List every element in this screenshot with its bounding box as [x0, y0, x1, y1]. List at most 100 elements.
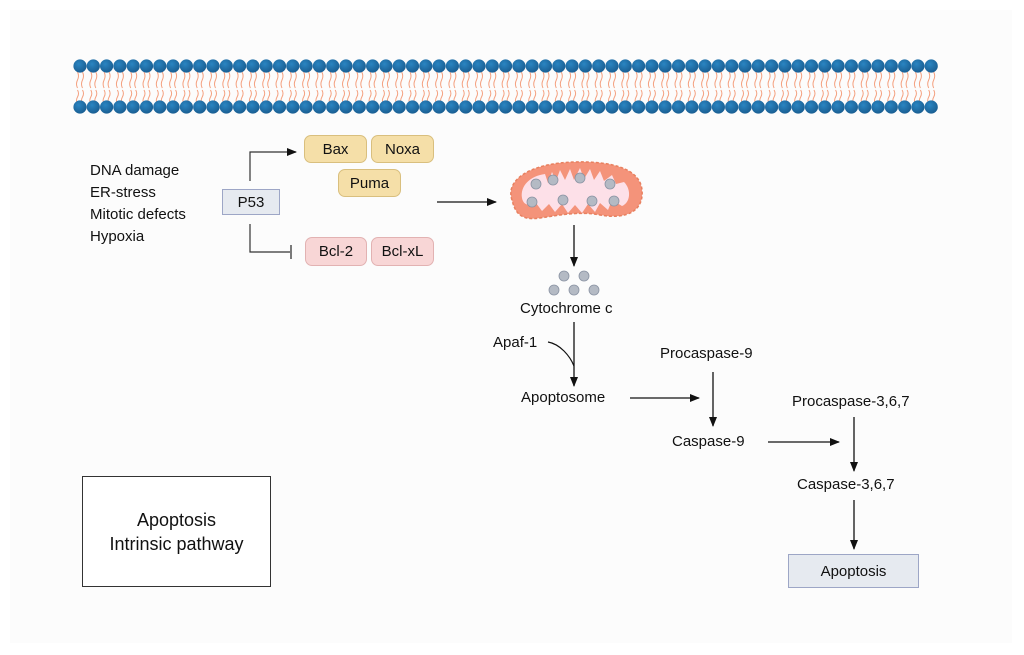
lipid-tail	[426, 71, 430, 89]
lipid-head	[871, 59, 885, 73]
lipid-tail	[780, 71, 784, 89]
lipid-head	[924, 59, 938, 73]
lipid-tail	[222, 71, 226, 89]
apaf1-join-curve	[547, 341, 575, 367]
lipid-head	[645, 59, 659, 73]
lipid-head	[804, 59, 819, 73]
lipid-head	[645, 100, 659, 114]
lipid-tail	[900, 71, 904, 89]
lipid-tail	[892, 71, 896, 89]
mito-cytochrome-granule	[604, 178, 616, 190]
lipid-tail	[142, 71, 146, 89]
cytochrome-c-granule	[578, 270, 590, 282]
lipid-tail	[825, 71, 829, 89]
lipid-tail	[448, 71, 452, 89]
lipid-tail	[328, 71, 332, 89]
lipid-tail	[200, 71, 204, 89]
lipid-head	[592, 59, 606, 73]
lipid-head	[924, 100, 938, 114]
lipid-tail	[493, 71, 497, 89]
lipid-tail	[719, 71, 723, 89]
lipid-tail	[581, 71, 585, 89]
title-line-2: Intrinsic pathway	[109, 533, 244, 554]
lipid-head	[219, 100, 233, 114]
lipid-head	[632, 59, 646, 73]
lipid-head	[366, 100, 380, 114]
procaspase9-label: Procaspase-9	[660, 345, 753, 362]
bax-box: Bax	[304, 135, 367, 163]
lipid-tail	[834, 71, 838, 89]
lipid-tail	[820, 71, 824, 89]
lipid-tail	[754, 71, 758, 89]
lipid-head	[618, 59, 632, 73]
lipid-tail	[799, 71, 803, 89]
lipid-tail	[408, 71, 412, 89]
lipid-tail	[839, 71, 843, 89]
lipid-tail	[874, 71, 877, 89]
lipid-tail	[860, 71, 864, 89]
lipid-tail	[488, 71, 492, 89]
lipid-head	[565, 100, 579, 114]
lipid-head	[898, 59, 912, 73]
lipid-tail	[807, 71, 811, 89]
lipid-head	[725, 100, 739, 114]
lipid-head	[445, 100, 459, 114]
lipid-head	[578, 100, 593, 114]
lipid-tail	[400, 71, 404, 89]
lipid-head	[738, 59, 752, 73]
cell-membrane	[73, 59, 938, 114]
lipid-head	[911, 100, 925, 114]
p53-box: P53	[222, 189, 280, 215]
apaf1-label: Apaf-1	[493, 334, 538, 351]
lipid-head	[392, 100, 406, 114]
lipid-head	[472, 100, 486, 114]
apoptosis-outcome-box: Apoptosis	[788, 554, 919, 588]
lipid-head	[312, 100, 326, 114]
lipid-tail	[621, 71, 625, 89]
lipid-tail	[501, 71, 505, 89]
lipid-head	[512, 59, 526, 73]
lipid-head	[113, 100, 127, 114]
mito-cytochrome-granule	[557, 194, 569, 206]
lipid-tail	[913, 71, 917, 89]
lipid-head	[818, 59, 832, 73]
bcl2-box: Bcl-2	[305, 237, 367, 266]
lipid-head	[698, 100, 712, 114]
lipid-tail	[812, 71, 816, 89]
lipid-head	[844, 100, 859, 114]
stimulus-hypoxia: Hypoxia	[90, 228, 145, 245]
mito-cytochrome-granule	[530, 178, 542, 190]
lipid-head	[259, 59, 273, 73]
bclxl-label: Bcl-xL	[381, 243, 424, 260]
lipid-head	[166, 59, 180, 73]
lipid-tail	[652, 71, 656, 89]
lipid-head	[153, 100, 167, 114]
lipid-head	[339, 59, 353, 73]
noxa-label: Noxa	[384, 140, 421, 158]
lipid-tail	[608, 71, 611, 89]
lipid-tail	[519, 71, 523, 89]
lipid-head	[818, 100, 832, 114]
lipid-tail	[772, 71, 776, 89]
lipid-head	[432, 100, 446, 114]
lipid-tail	[307, 71, 311, 89]
lipid-head	[299, 100, 313, 114]
lipid-tail	[182, 71, 186, 89]
lipid-tail	[746, 71, 749, 89]
cytochrome-c-granule	[558, 270, 570, 282]
lipid-tail	[227, 71, 231, 89]
lipid-head	[246, 100, 260, 114]
p53-inhibits-line	[249, 224, 290, 253]
lipid-head	[419, 100, 433, 114]
puma-label: Puma	[349, 174, 390, 192]
lipid-tail	[852, 71, 856, 89]
lipid-head	[738, 100, 752, 114]
lipid-head	[126, 59, 140, 73]
lipid-tail	[248, 71, 252, 89]
lipid-head	[592, 100, 606, 114]
lipid-tail	[155, 71, 159, 89]
title-line-1: Apoptosis	[136, 509, 217, 530]
lipid-tail	[120, 71, 124, 89]
cytochrome-c-label: Cytochrome c	[520, 300, 613, 317]
lipid-tail	[692, 71, 696, 89]
